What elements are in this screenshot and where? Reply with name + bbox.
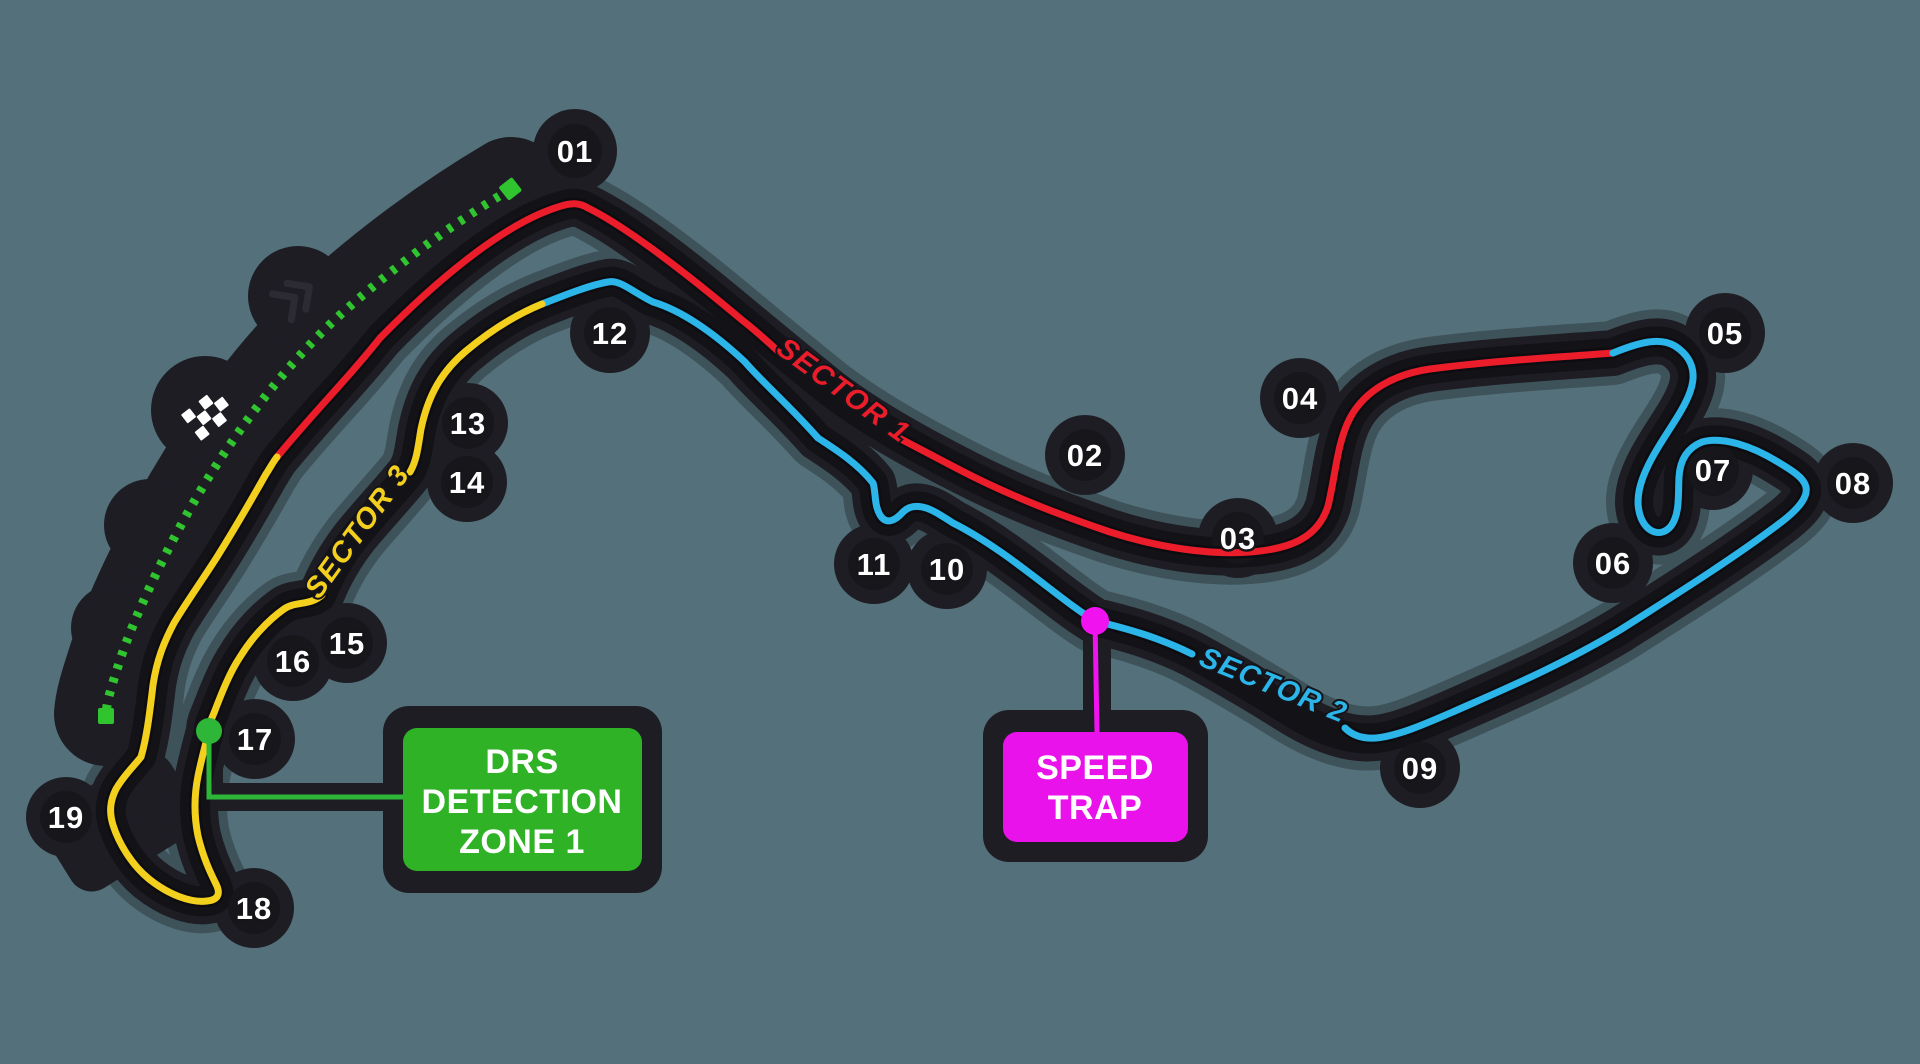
turn-labels: 01 02 03 04 05 06 07 08 09 10 11 12 13 1…	[45, 132, 1872, 929]
turn-label-13: 13	[450, 406, 486, 441]
turn-label-18: 18	[236, 891, 272, 926]
turn-label-16: 16	[275, 644, 311, 679]
turn-label-06: 06	[1595, 546, 1631, 581]
drs-box-line-2: DETECTION	[422, 783, 623, 821]
turn-label-10: 10	[929, 552, 965, 587]
shoulder-blob	[71, 584, 159, 672]
turn-label-03: 03	[1220, 521, 1256, 556]
turn-label-15: 15	[329, 626, 365, 661]
checkered-flag-icon	[181, 394, 229, 441]
drs-detection-callout: DRS DETECTION ZONE 1	[196, 718, 642, 871]
sector-3-line-b	[107, 453, 326, 905]
drs-box-line-3: ZONE 1	[459, 823, 585, 861]
drs-detection-box	[403, 728, 642, 871]
turn-label-07: 07	[1695, 453, 1731, 488]
turn-label-02: 02	[1067, 438, 1103, 473]
speed-trap-connector-line	[1092, 620, 1100, 733]
speed-trap-line-2: TRAP	[1048, 789, 1143, 827]
flag-shoulder-blob	[151, 356, 259, 464]
sector-1-line	[273, 200, 1617, 557]
speed-trap-point	[1081, 607, 1109, 635]
speed-trap-callout: SPEED TRAP	[1003, 607, 1188, 842]
drs-detection-point	[196, 718, 222, 744]
turn-label-09: 09	[1402, 751, 1438, 786]
double-chevron-icon	[268, 279, 313, 324]
shoulder-blob	[104, 479, 196, 571]
speed-trap-line-1: SPEED	[1036, 749, 1154, 787]
sector-3-line	[107, 300, 546, 905]
turn-label-01: 01	[557, 134, 593, 169]
turn-label-08: 08	[1835, 466, 1871, 501]
sector-1-line-a	[273, 200, 783, 461]
turn-label-19: 19	[48, 800, 84, 835]
sector-3-line-a	[406, 300, 546, 476]
turn-label-12: 12	[592, 316, 628, 351]
sector-1-line-b	[893, 349, 1617, 557]
drs-zone-end-marker	[499, 177, 522, 201]
turn-label-17: 17	[237, 722, 273, 757]
sector-2-line	[538, 278, 1810, 742]
sector-2-line-a	[1341, 337, 1810, 742]
drs-zone-end-marker	[98, 708, 114, 724]
drs-zone-dashes	[98, 177, 522, 724]
turn-label-05: 05	[1707, 316, 1743, 351]
turn-label-inner-circles	[40, 124, 1879, 934]
speed-trap-box	[1003, 732, 1188, 842]
drs-connector-line	[206, 731, 403, 800]
turn-label-14: 14	[449, 465, 485, 500]
drs-box-line-1: DRS	[485, 743, 558, 781]
turn-label-04: 04	[1282, 381, 1318, 416]
sector-2-line-b	[538, 278, 1196, 658]
turn-label-11: 11	[857, 547, 892, 582]
